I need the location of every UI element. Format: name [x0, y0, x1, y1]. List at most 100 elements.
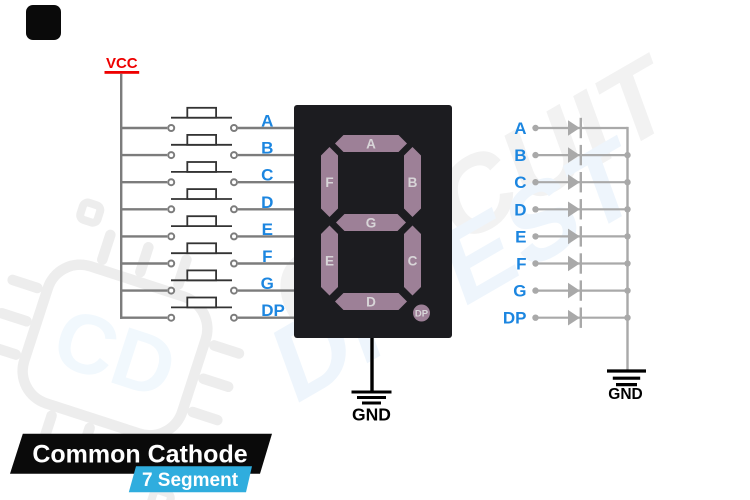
banner-black-shape	[10, 433, 272, 474]
led-row-d: D	[514, 199, 631, 220]
pin-label-left-f: F	[262, 247, 272, 266]
switch-cap	[186, 215, 218, 227]
switch-row-f: F	[120, 242, 294, 268]
switch-contact-left	[167, 259, 176, 268]
switch-row-d: D	[120, 188, 294, 214]
diode-triangle-icon	[568, 174, 580, 190]
segment-e-shape	[321, 225, 338, 296]
switch-row-a: A	[120, 106, 294, 132]
segment-b-shape	[404, 147, 421, 217]
rail-junction-dot	[624, 314, 631, 321]
pin-label-left-d: D	[261, 193, 273, 212]
switch-row-g: G	[120, 269, 294, 295]
rail-junction-dot	[624, 151, 631, 159]
rail-junction-dot	[624, 206, 631, 213]
segment-b: B	[404, 147, 421, 217]
segment-e: E	[321, 225, 338, 296]
switch-contact-left	[167, 151, 176, 160]
diode-triangle-icon	[568, 201, 580, 218]
segment-a: A	[335, 135, 407, 152]
pin-label-right-d: D	[514, 200, 526, 219]
switch-contact-left	[167, 124, 176, 132]
pin-label-left-b: B	[261, 139, 273, 158]
switch-contact-right	[230, 178, 238, 187]
switch-contact-right	[230, 205, 238, 214]
pin-label-right-e: E	[515, 227, 526, 246]
segment-e-label: E	[325, 254, 334, 269]
title-banner: Common Cathode 7 Segment	[10, 433, 272, 493]
pin-label-left-e: E	[262, 220, 273, 239]
switch-cap	[186, 296, 218, 309]
led-row-c: C	[514, 172, 631, 193]
switch-contact-left	[167, 178, 176, 187]
seven-segment-display: A B C D E F G DP	[294, 105, 452, 338]
switch-row-e: E	[120, 215, 294, 241]
gnd-led-label: GND	[608, 386, 642, 403]
pin-label-right-g: G	[513, 282, 526, 301]
segment-d-label: D	[366, 294, 376, 309]
rail-junction-dot	[624, 260, 631, 267]
switch-contact-right	[230, 313, 238, 322]
pin-label-right-a: A	[514, 119, 526, 138]
dp-dot	[413, 304, 430, 322]
switch-contact-left	[167, 313, 176, 322]
pin-label-left-a: A	[261, 112, 273, 131]
segment-g: G	[336, 214, 406, 231]
diode-triangle-icon	[568, 120, 580, 136]
gnd-led: GND	[607, 369, 646, 403]
pin-label-left-c: C	[261, 166, 273, 185]
pin-label-right-c: C	[514, 173, 526, 192]
pin-label-left-g: G	[261, 274, 274, 293]
banner-subtitle: 7 Segment	[142, 470, 239, 491]
switch-contact-right	[230, 286, 238, 295]
segment-d-shape	[335, 293, 407, 310]
led-row-dp: DP	[503, 307, 631, 328]
segment-b-label: B	[408, 175, 418, 190]
segment-a-shape	[335, 135, 407, 152]
rail-junction-dot	[624, 287, 631, 294]
gnd-display-label: GND	[352, 405, 391, 425]
pin-label-left-dp: DP	[261, 301, 285, 320]
pin-label-right-dp: DP	[503, 309, 527, 328]
watermark-monogram: CD	[43, 290, 187, 417]
switch-contact-left	[167, 205, 176, 214]
pin-label-right-f: F	[516, 255, 526, 274]
diode-triangle-icon	[568, 282, 580, 299]
switch-row-b: B	[120, 133, 294, 160]
diode-triangle-icon	[568, 309, 580, 326]
segment-c: C	[404, 225, 421, 296]
switch-contact-right	[230, 151, 238, 160]
diode-triangle-icon	[568, 228, 580, 245]
switch-contact-right	[230, 259, 238, 268]
switch-contact-right	[230, 124, 238, 132]
banner-title: Common Cathode	[32, 441, 247, 469]
rail-junction-dot	[624, 233, 631, 240]
gnd-display: GND	[351, 338, 392, 425]
rail-junction-dot	[624, 179, 631, 186]
vcc-underline	[104, 71, 140, 74]
segment-g-label: G	[366, 215, 377, 230]
switch-cap	[186, 106, 218, 119]
switch-contact-left	[167, 232, 176, 241]
brand-corner-logo	[26, 5, 61, 40]
led-row-f: F	[516, 253, 631, 274]
switch-cap	[186, 242, 218, 255]
led-row-g: G	[513, 280, 631, 301]
diode-triangle-icon	[568, 255, 580, 272]
pin-label-right-b: B	[514, 146, 526, 165]
led-row-e: E	[515, 226, 631, 247]
switch-row-dp: DP	[120, 296, 294, 322]
segment-f-shape	[321, 147, 338, 217]
segment-c-shape	[404, 225, 421, 296]
led-array: A B C D E F G DP	[503, 117, 631, 370]
diode-triangle-icon	[568, 147, 580, 163]
banner-ribbon-shape	[128, 466, 252, 493]
dp-label: DP	[415, 309, 429, 320]
switch-cap	[186, 133, 218, 146]
switch-contact-right	[230, 232, 238, 241]
switch-row-c: C	[120, 161, 294, 187]
vcc-node: VCC	[104, 55, 140, 319]
switch-cap	[186, 269, 218, 282]
segment-f: F	[321, 147, 338, 217]
